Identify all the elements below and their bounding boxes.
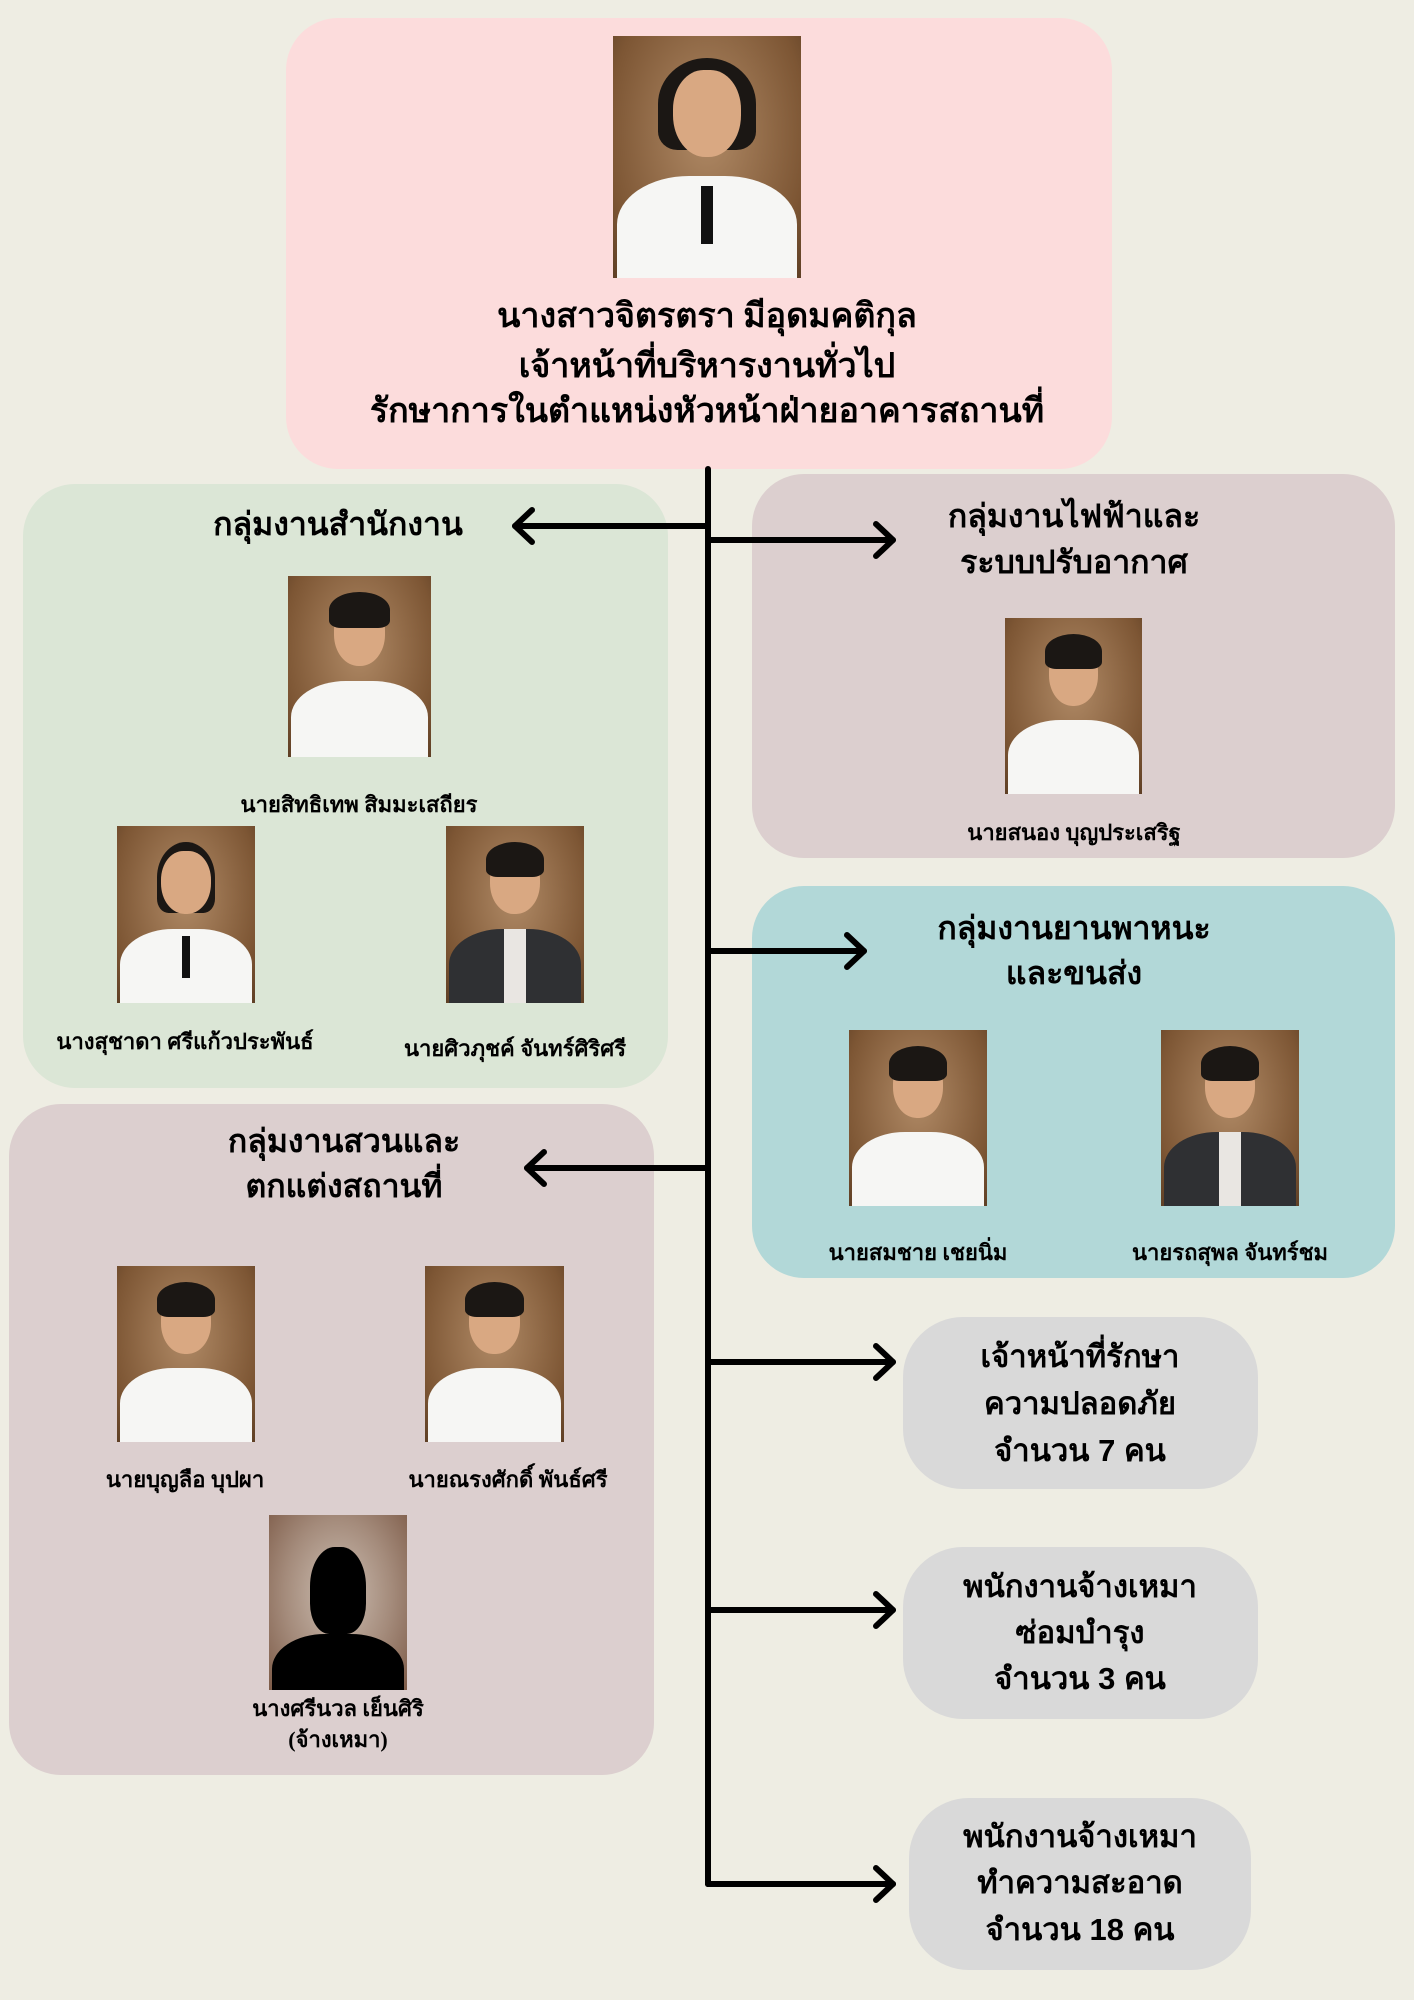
arrow-electrical-icon — [705, 521, 896, 559]
garden-group-title-line2: ตกแต่งสถานที่ — [245, 1168, 443, 1204]
arrow-vehicle-icon — [705, 932, 867, 970]
arrow-garden-icon — [524, 1149, 711, 1187]
cleaning-staff-box — [909, 1798, 1251, 1970]
member-photo — [1161, 1030, 1299, 1206]
cleaning-staff-line1: พนักงานจ้างเหมา — [963, 1819, 1197, 1854]
office-group-title: กลุ่มงานสำนักงาน — [213, 506, 463, 542]
member-photo — [1005, 618, 1142, 794]
security-staff-count: จำนวน 7 คน — [994, 1433, 1166, 1468]
head-position: เจ้าหน้าที่บริหารงานทั่วไป — [518, 348, 896, 385]
vehicle-group-title-line1: กลุ่มงานยานพาหนะ — [937, 910, 1211, 946]
member-name: นางสุชาดา ศรีแก้วประพันธ์ — [56, 1029, 314, 1054]
member-photo — [446, 826, 584, 1003]
member-name: นายสมชาย เชยนิ่ม — [828, 1240, 1008, 1265]
arrow-security-icon — [705, 1343, 896, 1381]
head-acting-position: รักษาการในตำแหน่งหัวหน้าฝ่ายอาคารสถานที่ — [369, 393, 1045, 430]
electrical-group-title-line1: กลุ่มงานไฟฟ้าและ — [947, 498, 1201, 534]
maintenance-staff-line1: พนักงานจ้างเหมา — [963, 1569, 1197, 1604]
member-photo — [288, 576, 431, 757]
member-name: นางศรีนวล เย็นศิริ — [252, 1696, 424, 1721]
maintenance-staff-line2: ซ่อมบำรุง — [1015, 1615, 1145, 1650]
member-name: นายบุญลือ บุปผา — [105, 1467, 265, 1492]
vehicle-group-title-line2: และขนส่ง — [1005, 955, 1143, 991]
member-name: นายสิทธิเทพ สิมมะเสถียร — [240, 792, 478, 817]
electrical-group-title-line2: ระบบปรับอากาศ — [960, 544, 1188, 580]
member-name: นายสนอง บุญประเสริฐ — [967, 820, 1181, 845]
head-photo — [613, 36, 801, 278]
arrow-maintenance-icon — [705, 1591, 896, 1629]
cleaning-staff-count: จำนวน 18 คน — [985, 1912, 1175, 1947]
maintenance-staff-count: จำนวน 3 คน — [994, 1661, 1166, 1696]
security-staff-line1: เจ้าหน้าที่รักษา — [980, 1339, 1180, 1374]
silhouette-placeholder-icon — [269, 1515, 407, 1690]
arrow-cleaning-icon — [705, 1865, 896, 1903]
security-staff-box — [903, 1317, 1258, 1489]
head-name: นางสาวจิตรตรา มีอุดมคติกุล — [497, 298, 917, 335]
cleaning-staff-line2: ทำความสะอาด — [977, 1865, 1183, 1900]
member-photo — [425, 1266, 564, 1442]
member-photo — [117, 1266, 255, 1442]
arrow-office-icon — [512, 507, 711, 545]
member-name: นายรถสุพล จันทร์ชม — [1131, 1240, 1329, 1265]
member-name: นายศิวภุชค์ จันทร์ศิริศรี — [403, 1036, 627, 1061]
member-photo — [849, 1030, 987, 1206]
security-staff-line2: ความปลอดภัย — [983, 1386, 1177, 1421]
member-contract-note: (จ้างเหมา) — [288, 1727, 388, 1752]
member-name: นายณรงศักดิ์ พันธ์ศรี — [408, 1467, 608, 1492]
garden-group-title-line1: กลุ่มงานสวนและ — [227, 1123, 461, 1159]
member-photo — [117, 826, 255, 1003]
maintenance-staff-box — [903, 1547, 1258, 1719]
